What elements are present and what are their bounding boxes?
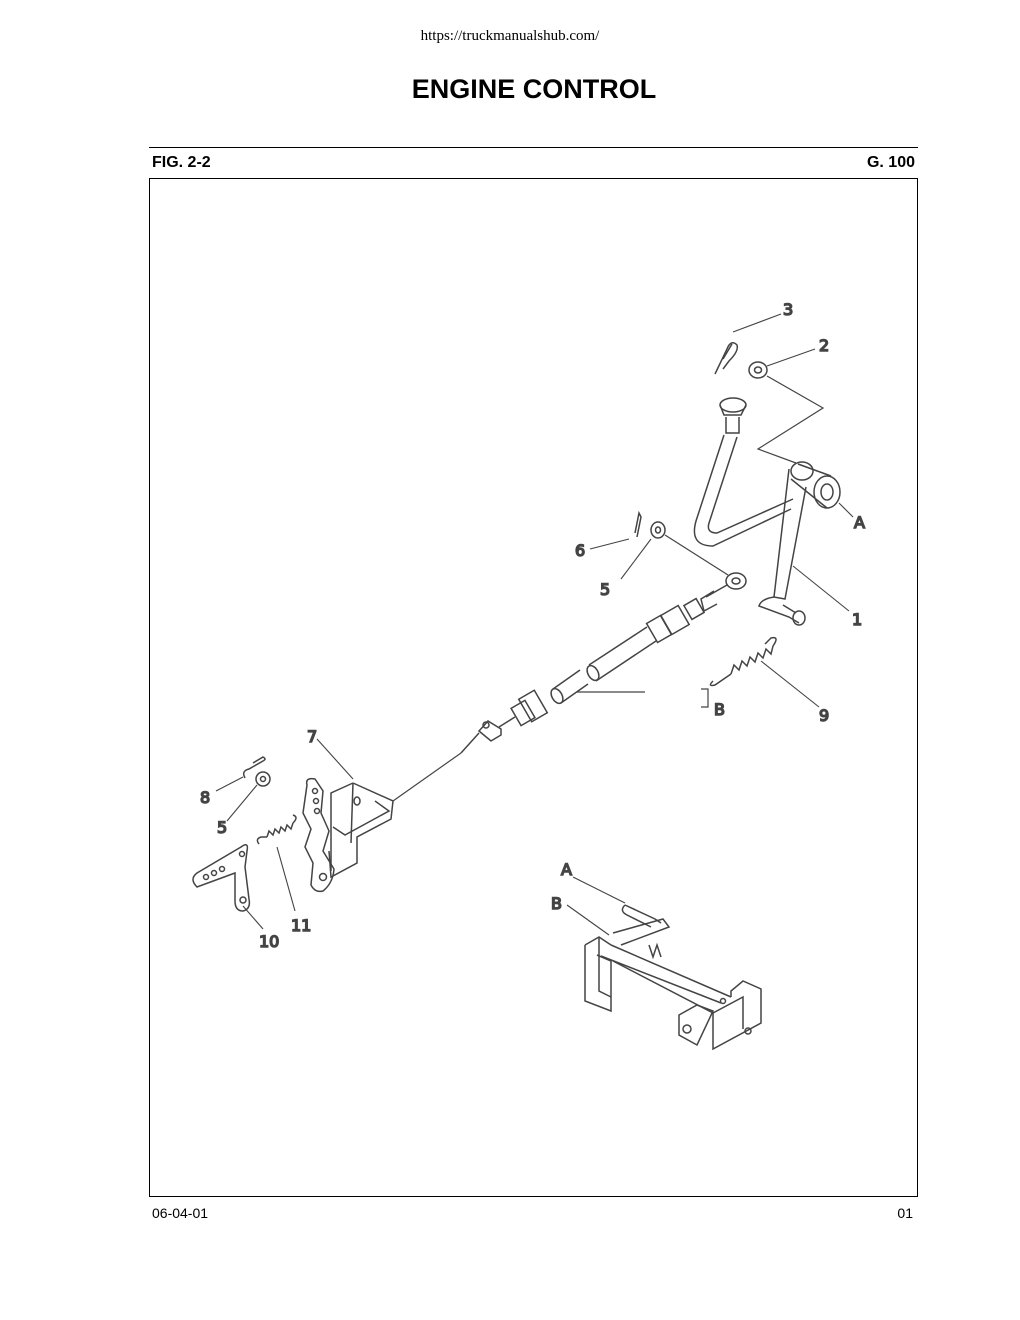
control-lever-part (302, 777, 335, 893)
callout-8: 8 (200, 788, 210, 807)
parts-diagram: 3 2 A 1 6 5 B 9 7 8 5 11 10 A B (192, 299, 866, 1051)
pedal-mount-part (584, 904, 762, 1051)
callout-a-inset: A (561, 860, 572, 879)
callout-3: 3 (783, 300, 793, 319)
page-title: ENGINE CONTROL (411, 74, 657, 104)
callout-7: 7 (307, 727, 317, 746)
footer-date: 06-04-01 (152, 1205, 209, 1221)
pedal-assembly-part (693, 397, 841, 626)
callout-5-lower: 5 (217, 818, 227, 837)
cotter-pin-part (714, 342, 739, 375)
split-pin-part (634, 510, 642, 538)
callout-10: 10 (259, 932, 279, 951)
callout-2: 2 (819, 336, 829, 355)
group-number: G. 100 (866, 154, 915, 171)
throttle-cable-part (392, 572, 747, 802)
callout-a: A (854, 513, 865, 532)
link-plate-part (192, 844, 251, 912)
washer-5-upper-part (650, 521, 666, 539)
callout-b-inset: B (551, 894, 562, 913)
callout-5-upper: 5 (600, 580, 610, 599)
clip-pin-part (242, 756, 266, 779)
return-spring-part (709, 636, 777, 687)
lever-spring-part (256, 814, 297, 845)
figure-number: FIG. 2-2 (152, 154, 211, 171)
cable-bracket-part (328, 782, 394, 879)
washer-part (748, 361, 768, 379)
callout-b: B (714, 700, 725, 719)
callout-1: 1 (852, 610, 862, 629)
callout-11: 11 (291, 916, 311, 935)
washer-5-lower-part (255, 771, 271, 787)
header-rule (149, 147, 918, 148)
figure-frame: 3 2 A 1 6 5 B 9 7 8 5 11 10 A B (149, 178, 918, 1197)
source-url: https://truckmanualshub.com/ (420, 28, 600, 44)
footer-page-number: 01 (897, 1205, 913, 1221)
callout-9: 9 (819, 706, 829, 725)
callout-6: 6 (575, 541, 585, 560)
leader-lines (215, 313, 854, 936)
